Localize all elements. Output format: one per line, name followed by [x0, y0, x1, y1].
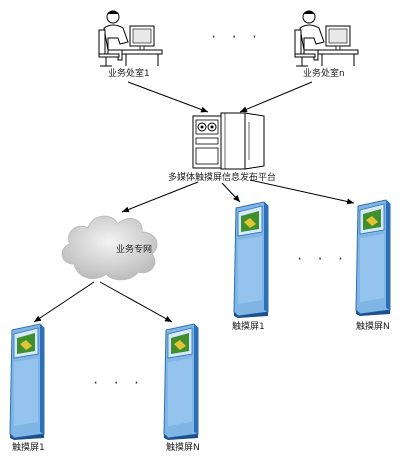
- kiosk-icon: [9, 323, 45, 440]
- server-cabinet-icon: [192, 112, 265, 170]
- arrow-network-to-kiosk1: [33, 281, 95, 323]
- kiosk-icon: [355, 199, 391, 316]
- arrow-platform-to-network: [121, 181, 199, 213]
- network-kiosk-n-label: 触摸屏N: [166, 443, 200, 453]
- direct-kiosks-ellipsis: · · ·: [296, 252, 348, 266]
- kiosk-icon: [233, 201, 269, 318]
- operator-n-icon: [294, 10, 359, 67]
- direct-kiosk-1-label: 触摸屏1: [232, 322, 265, 332]
- network-kiosk-1-label: 触摸屏1: [12, 443, 45, 453]
- kiosk-icon: [163, 323, 199, 440]
- network-cloud-icon: [61, 215, 158, 281]
- arrow-office1-to-platform: [127, 81, 209, 113]
- network-label: 业务专网: [116, 245, 153, 255]
- operators-ellipsis: · · ·: [210, 30, 262, 44]
- operator-1-icon: [98, 10, 163, 67]
- operator-1-label: 业务处室1: [108, 69, 150, 79]
- arrow-officen-to-platform: [239, 81, 313, 113]
- arrow-network-to-kioskN: [99, 281, 173, 323]
- network-kiosks-ellipsis: · · ·: [92, 376, 144, 390]
- arrow-platform-to-kiosk1: [221, 182, 241, 203]
- operator-n-label: 业务处室n: [303, 69, 345, 79]
- platform-label: 多媒体触摸屏信息发布平台: [168, 173, 277, 183]
- direct-kiosk-n-label: 触摸屏N: [356, 322, 390, 332]
- arrow-platform-to-kioskN: [249, 179, 355, 205]
